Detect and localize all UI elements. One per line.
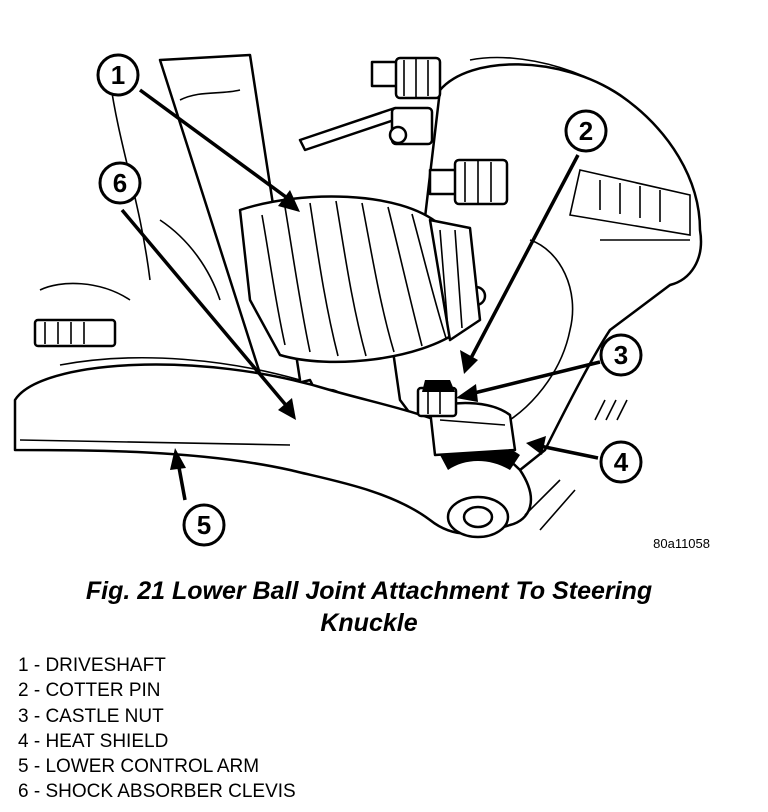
callout-2: 2: [564, 109, 608, 153]
caption-line-2: Knuckle: [320, 609, 418, 637]
callout-5: 5: [182, 503, 226, 547]
legend-item: 2 - COTTER PIN: [18, 680, 161, 702]
technical-illustration: 1 2 3 4 5 6 80a11058: [13, 53, 710, 551]
legend-item: 3 - CASTLE NUT: [18, 705, 164, 727]
figure-caption: Fig. 21 Lower Ball Joint Attachment To S…: [0, 575, 768, 639]
legend-item: 4 - HEAT SHIELD: [18, 730, 169, 752]
parts-legend: 1 - DRIVESHAFT 2 - COTTER PIN 3 - CASTLE…: [18, 653, 296, 805]
caption-line-1: Fig. 21 Lower Ball Joint Attachment To S…: [85, 577, 653, 605]
castle-nut-drawing: [416, 380, 458, 418]
callout-number-5: 5: [197, 510, 211, 540]
driveshaft-boot-drawing: [238, 195, 482, 364]
legend-item: 5 - LOWER CONTROL ARM: [18, 756, 260, 778]
callout-3: 3: [599, 333, 643, 377]
figure-id-label: 80a11058: [653, 536, 710, 551]
callout-number-1: 1: [111, 60, 125, 90]
callout-1: 1: [96, 53, 140, 97]
callout-6: 6: [98, 161, 142, 205]
background-parts-drawing: [33, 79, 628, 531]
leader-lines: [120, 88, 601, 501]
legend-item: 1 - DRIVESHAFT: [18, 655, 166, 676]
callout-4: 4: [599, 440, 643, 484]
callout-number-4: 4: [614, 447, 629, 477]
callout-number-3: 3: [614, 340, 628, 370]
callout-number-6: 6: [113, 168, 127, 198]
legend-item: 6 - SHOCK ABSORBER CLEVIS: [18, 781, 296, 803]
callout-number-2: 2: [579, 116, 593, 146]
